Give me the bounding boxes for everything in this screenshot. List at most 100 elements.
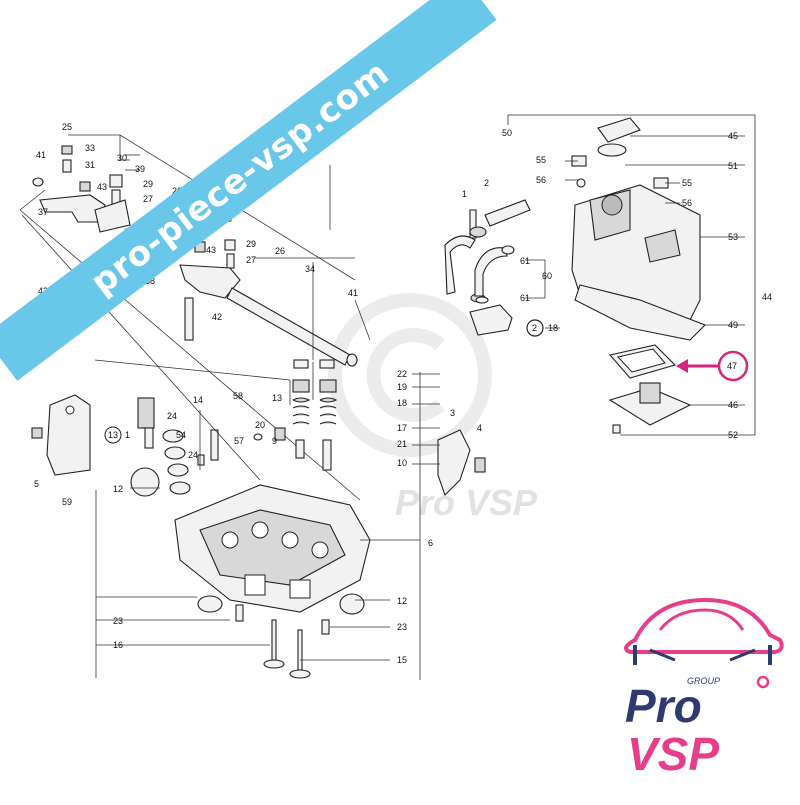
callout-12: 12 (113, 484, 123, 494)
callout-6: 6 (428, 538, 433, 548)
highlight-circle (717, 350, 749, 382)
callout-52: 52 (728, 430, 738, 440)
nut-29b (224, 239, 236, 251)
callout-51: 51 (728, 161, 738, 171)
callout-9: 9 (272, 436, 277, 446)
callout-54: 54 (176, 430, 186, 440)
plug-12 (130, 467, 160, 497)
callout-14: 14 (193, 395, 203, 405)
valve-train (31, 257, 355, 497)
bolt-52 (612, 424, 621, 434)
callout-47: 47 (727, 361, 737, 371)
callout-26b: 26 (275, 246, 285, 256)
callout-13b: 13 (272, 393, 282, 403)
callout-37: 37 (38, 207, 48, 217)
head-cover-assembly (507, 114, 756, 436)
glow-plug-57 (210, 429, 219, 461)
callout-23: 23 (113, 616, 123, 626)
breather-hoses (444, 199, 544, 337)
watermark-brand: Pro VSP (395, 482, 538, 523)
callout-18b: 18 (397, 398, 407, 408)
callout-42b: 42 (212, 312, 222, 322)
plate-18 (469, 304, 513, 336)
pro-vsp-logo[interactable]: GROUP Pro VSP (615, 590, 790, 780)
callout-45: 45 (728, 131, 738, 141)
nut-33 (61, 145, 73, 155)
callout-31: 31 (85, 160, 95, 170)
callout-3: 3 (450, 408, 455, 418)
callout-33: 33 (85, 143, 95, 153)
screw-27b (226, 253, 235, 269)
callout-12b: 12 (397, 596, 407, 606)
callout-21: 21 (397, 439, 407, 449)
callout-17: 17 (397, 423, 407, 433)
callout-43b: 43 (206, 245, 216, 255)
rocker-shaft-34 (226, 287, 351, 366)
callout-55: 55 (536, 155, 546, 165)
callout-4: 4 (477, 423, 482, 433)
callout-18: 18 (548, 323, 558, 333)
hose-1 (444, 235, 476, 295)
callout-2-circle: 2 (532, 323, 537, 333)
hose-60 (474, 247, 508, 297)
callout-49: 49 (728, 320, 738, 330)
callout-10: 10 (397, 458, 407, 468)
logo-vsp: VSP (627, 728, 719, 780)
callout-13: 13 (108, 430, 118, 440)
callout-1b: 1 (125, 430, 130, 440)
callout-50: 50 (502, 128, 512, 138)
callout-29: 29 (143, 179, 153, 189)
pipe-2 (484, 199, 531, 227)
callout-59: 59 (62, 497, 72, 507)
callout-25: 25 (62, 122, 72, 132)
callout-27b: 27 (246, 255, 256, 265)
gasket-49 (574, 284, 706, 341)
clip-41b (346, 353, 358, 367)
bracket-59 (46, 394, 91, 476)
cylinder-head (21, 214, 486, 679)
screw-31 (62, 159, 72, 173)
callout-60: 60 (542, 271, 552, 281)
callout-55b: 55 (682, 178, 692, 188)
logo-pro: Pro (625, 680, 702, 732)
callout-46: 46 (728, 400, 738, 410)
callout-43: 43 (97, 182, 107, 192)
stud-42 (184, 297, 194, 341)
callout-24b: 24 (188, 450, 198, 460)
rocker-arm-38 (179, 264, 241, 299)
callout-57: 57 (234, 436, 244, 446)
callout-2: 2 (484, 178, 489, 188)
callout-30: 30 (117, 153, 127, 163)
callout-53: 53 (728, 232, 738, 242)
bracket-3 (437, 429, 471, 497)
callout-41b: 41 (348, 288, 358, 298)
callout-20: 20 (255, 420, 265, 430)
callout-1: 1 (462, 189, 467, 199)
highlight-arrow-47 (676, 350, 749, 382)
callout-27: 27 (143, 194, 153, 204)
callout-58: 58 (233, 391, 243, 401)
callout-34: 34 (305, 264, 315, 274)
callout-61: 61 (520, 256, 530, 266)
callout-19: 19 (397, 382, 407, 392)
callout-5: 5 (34, 479, 39, 489)
clip-41 (32, 177, 44, 187)
callout-16: 16 (113, 640, 123, 650)
rocker-arm-37 (39, 194, 106, 223)
callout-24: 24 (167, 411, 177, 421)
car-outline-icon (624, 597, 784, 665)
injector-1 (137, 397, 155, 429)
callout-56b: 56 (682, 198, 692, 208)
logo-group: GROUP (687, 676, 720, 686)
callout-44: 44 (762, 292, 772, 302)
nut-43 (79, 181, 91, 192)
callout-23b: 23 (397, 622, 407, 632)
leader-lines (95, 154, 680, 680)
callout-29b: 29 (246, 239, 256, 249)
callout-61b: 61 (520, 293, 530, 303)
callout-15: 15 (397, 655, 407, 665)
callout-38: 38 (145, 276, 155, 286)
callout-39: 39 (135, 164, 145, 174)
